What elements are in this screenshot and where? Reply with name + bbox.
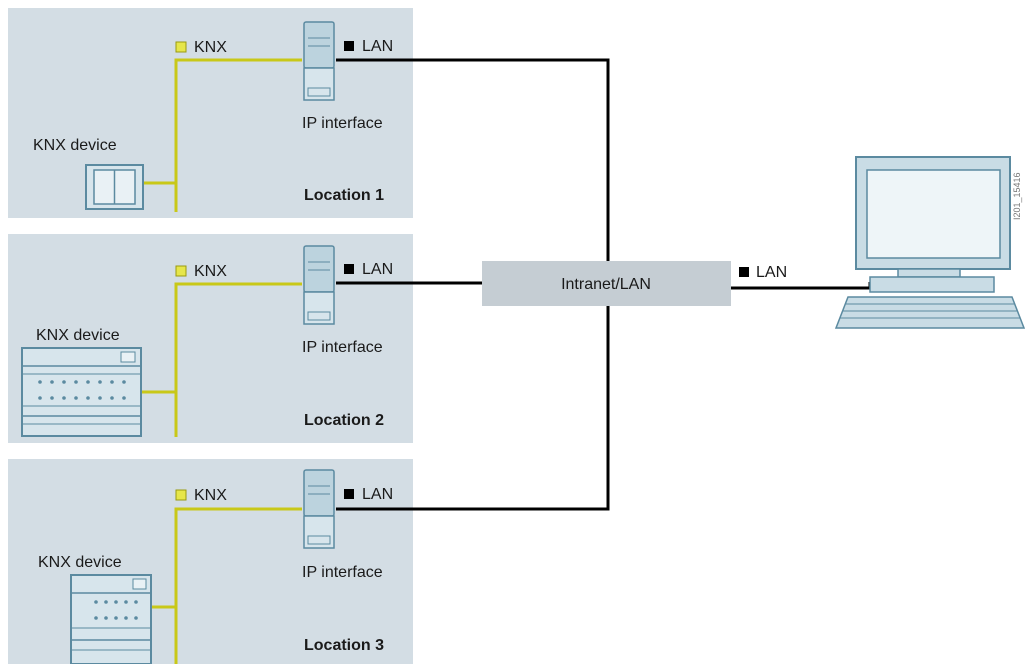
intranet-lan-label: Intranet/LAN	[561, 276, 651, 293]
lan-label-1: LAN	[362, 38, 393, 55]
location-1-title: Location 1	[304, 187, 384, 204]
knx-device-label-2: KNX device	[36, 327, 120, 344]
knx-label-1: KNX	[194, 39, 227, 56]
figure-id: I201_15416	[1012, 172, 1022, 220]
knx-label-3: KNX	[194, 487, 227, 504]
lan-line-pc	[731, 282, 870, 288]
ip-interface-label-3: IP interface	[302, 564, 383, 581]
knx-legend-square-1	[176, 42, 186, 52]
knx-legend-square-3	[176, 490, 186, 500]
ip-interface-icon-3	[304, 470, 334, 548]
ip-interface-label-2: IP interface	[302, 339, 383, 356]
lan-legend-square-3	[344, 489, 354, 499]
lan-label-pc: LAN	[756, 264, 787, 281]
lan-legend-square-pc	[739, 267, 749, 277]
compact-actuator-icon	[71, 575, 151, 664]
lan-label-2: LAN	[362, 261, 393, 278]
desktop-computer-icon	[836, 157, 1024, 328]
din-rail-actuator-icon	[22, 348, 141, 436]
ip-interface-icon-1	[304, 22, 334, 100]
location-2-title: Location 2	[304, 412, 384, 429]
knx-legend-square-2	[176, 266, 186, 276]
lan-legend-square-1	[344, 41, 354, 51]
ip-interface-label-1: IP interface	[302, 115, 383, 132]
knx-label-2: KNX	[194, 263, 227, 280]
location-3-title: Location 3	[304, 637, 384, 654]
ip-interface-icon-2	[304, 246, 334, 324]
knx-device-label-3: KNX device	[38, 554, 122, 571]
lan-label-3: LAN	[362, 486, 393, 503]
lan-legend-square-2	[344, 264, 354, 274]
wall-switch-icon	[86, 165, 143, 209]
knx-device-label-1: KNX device	[33, 137, 117, 154]
